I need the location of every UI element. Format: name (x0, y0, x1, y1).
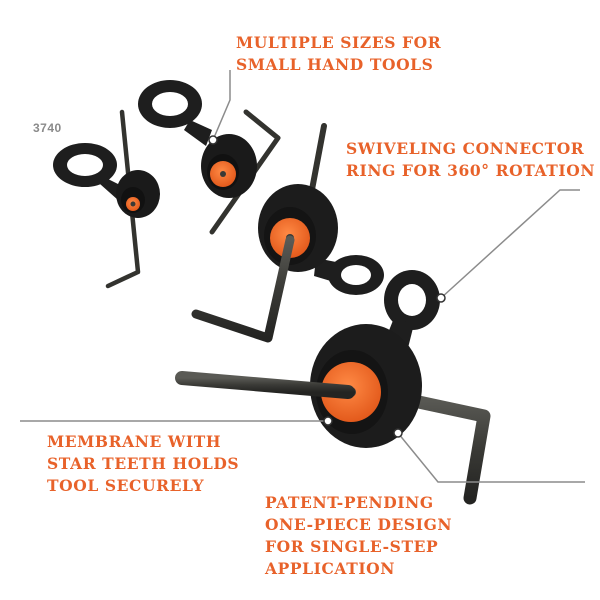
callout-line: SWIVELING CONNECTOR (346, 139, 585, 158)
large-tether-hex-key-front (191, 235, 295, 343)
medium-tether-hex-key (209, 109, 281, 235)
leader-membrane (20, 416, 333, 426)
leader-multiple-sizes (208, 70, 231, 145)
callout-line: RING FOR 360° ROTATION (346, 161, 596, 180)
callout-line: ONE-PIECE DESIGN (265, 515, 453, 534)
leader-swiveling (436, 189, 580, 303)
callout-line: APPLICATION (265, 559, 396, 578)
leader-patent (393, 428, 585, 483)
callout-multiple-sizes: MULTIPLE SIZES FOR SMALL HAND TOOLS (236, 32, 441, 76)
xl-tether-hex-key-back (393, 391, 491, 505)
small-tether-ring (53, 143, 160, 218)
callout-membrane: MEMBRANE WITH STAR TEETH HOLDS TOOL SECU… (47, 431, 239, 497)
callout-line: FOR SINGLE-STEP (265, 537, 439, 556)
callout-patent: PATENT-PENDING ONE-PIECE DESIGN FOR SING… (265, 492, 452, 580)
callout-swiveling: SWIVELING CONNECTOR RING FOR 360° ROTATI… (346, 138, 595, 182)
callout-line: SMALL HAND TOOLS (236, 55, 434, 74)
medium-tether-ring (138, 80, 257, 198)
callout-line: STAR TEETH HOLDS (47, 454, 240, 473)
callout-line: MULTIPLE SIZES FOR (236, 33, 442, 52)
xl-tether-hex-key-front (175, 371, 355, 399)
model-number: 3740 (33, 121, 62, 135)
small-tether-hex-key (105, 109, 141, 289)
callout-line: PATENT-PENDING (265, 493, 434, 512)
callout-line: MEMBRANE WITH (47, 432, 222, 451)
callout-line: TOOL SECURELY (47, 476, 205, 495)
